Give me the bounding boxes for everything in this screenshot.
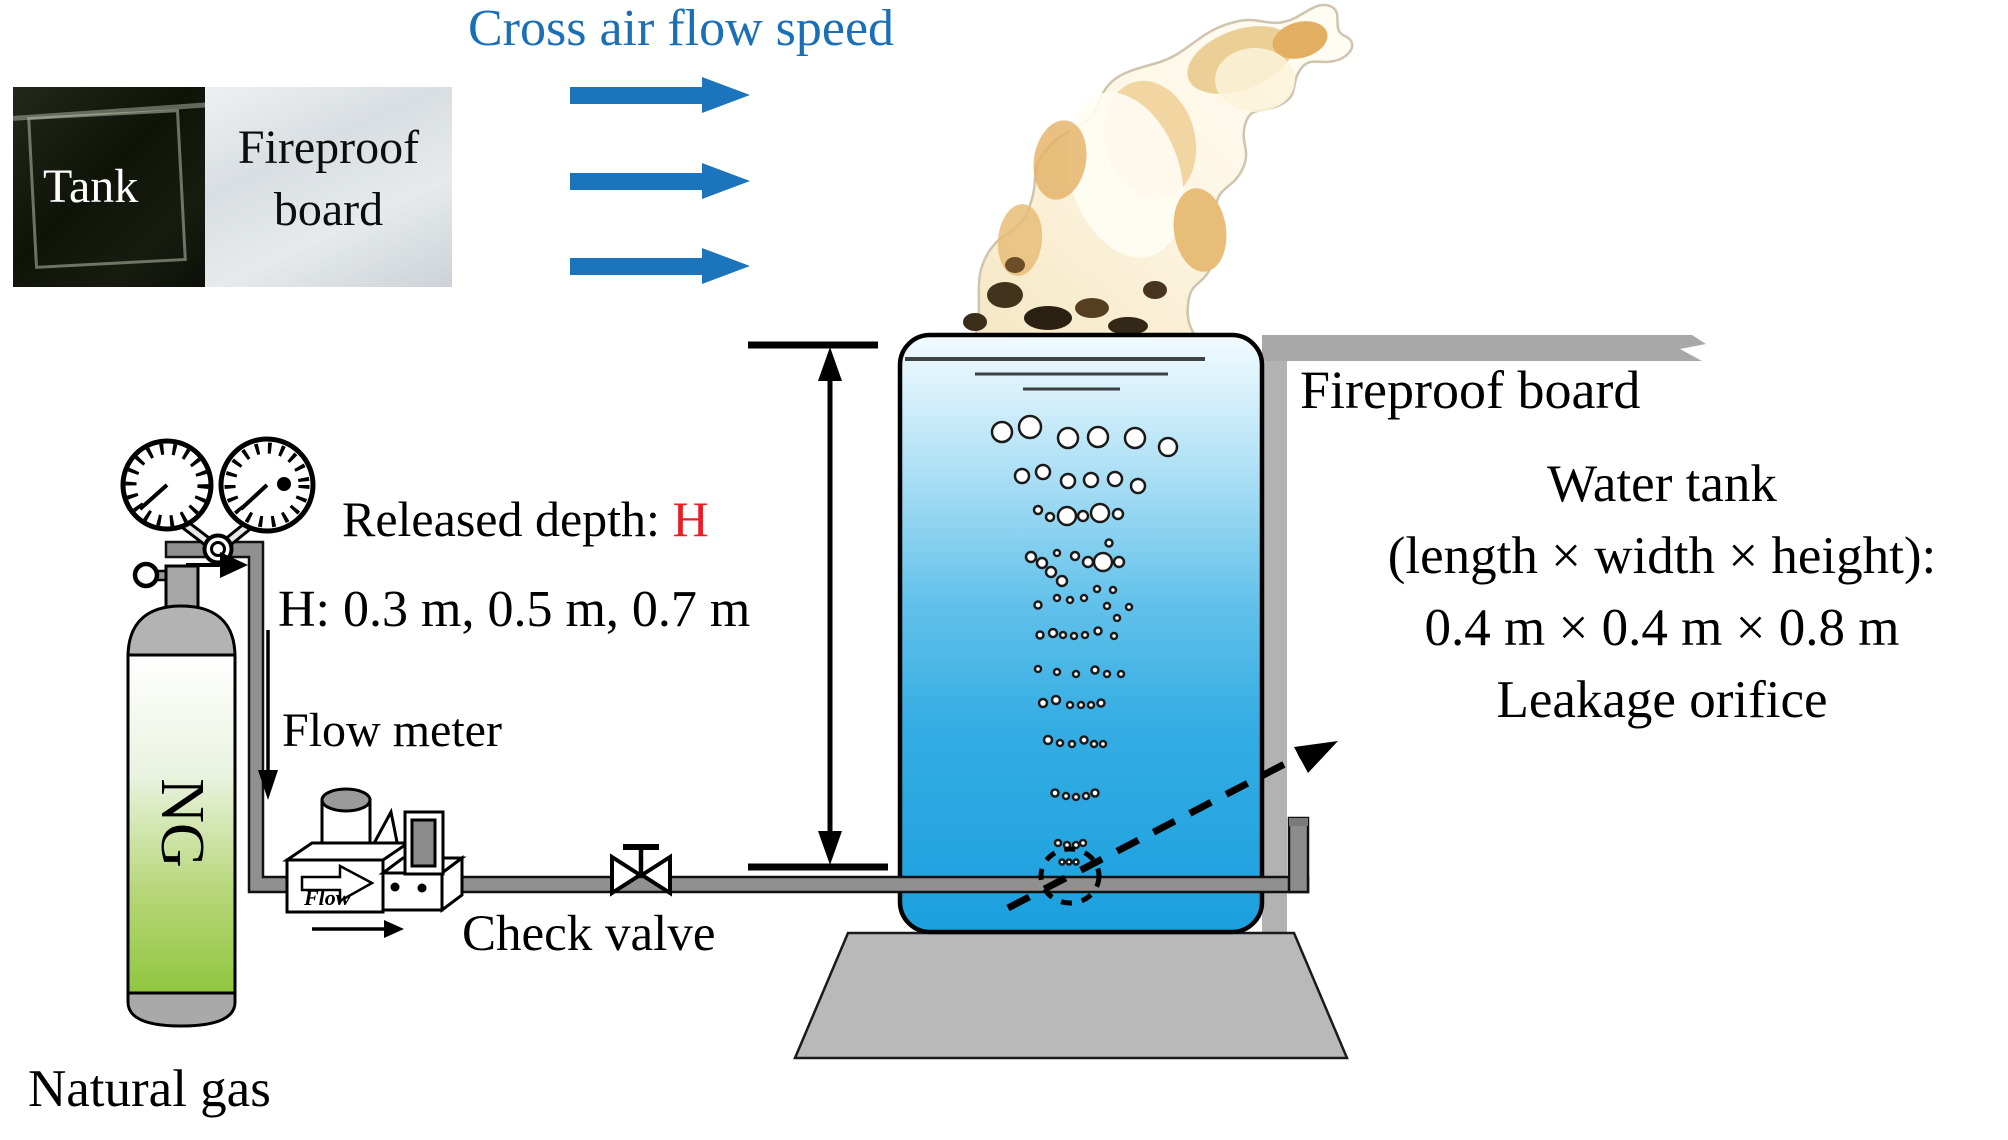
depth-dimension-arrow	[748, 341, 888, 871]
flame-image	[963, 3, 1354, 340]
leader-arrowhead	[1294, 741, 1338, 773]
pipe-end-bracket	[1287, 816, 1310, 894]
pressure-gauge-left	[120, 438, 214, 532]
released-depth-label: Released depth: H	[342, 491, 709, 547]
leakage-orifice-callout	[1006, 741, 1338, 912]
experiment-photo-inset: Tank Fireproof board	[13, 87, 452, 287]
water-tank-graphic	[897, 332, 1265, 935]
pipe-flow-arrows	[186, 552, 404, 938]
figure-title: Cross air flow speed	[468, 0, 895, 57]
water-tank-dimensions: 0.4 m × 0.4 m × 0.8 m	[1424, 599, 1900, 657]
water-tank-spec-block: Water tank (length × width × height): 0.…	[1316, 448, 2008, 736]
tank-base-stand	[793, 931, 1349, 1060]
water-tank-title: Water tank	[1547, 455, 1777, 513]
natural-gas-label: Natural gas	[28, 1060, 271, 1118]
photo-tank-label: Tank	[43, 160, 139, 213]
bubble-plume	[990, 414, 1179, 866]
pressure-regulator	[120, 436, 316, 565]
water-tank-dimensions-heading: (length × width × height):	[1387, 527, 1937, 585]
flow-arrow-label: Flow	[304, 885, 351, 910]
photo-board-label: Fireproof board	[237, 121, 420, 237]
cylinder-body	[126, 653, 237, 997]
cylinder-bottom-cap	[126, 991, 237, 1028]
check-valve-symbol	[610, 844, 672, 897]
gauge-needle	[239, 483, 269, 511]
fireproof-board-top-bar	[1262, 335, 1706, 361]
leakage-orifice-label: Leakage orifice	[1496, 671, 1828, 729]
check-valve-label: Check valve	[462, 906, 716, 962]
water-surface-lines	[905, 357, 1205, 391]
gauge-needle	[138, 483, 169, 511]
photo-board-side: Fireproof board	[205, 87, 452, 287]
depth-values-label: H: 0.3 m, 0.5 m, 0.7 m	[278, 581, 751, 638]
fireproof-board-column	[1262, 335, 1287, 933]
ng-cylinder-label: NG	[148, 778, 216, 868]
fireproof-board-label: Fireproof board	[1300, 360, 1641, 420]
fireproof-board-structure	[1262, 335, 1706, 933]
gas-cylinder	[126, 561, 237, 1028]
pipe-end-cap	[1289, 818, 1308, 826]
cross-air-flow-arrows	[570, 77, 750, 284]
gauge-dot	[277, 477, 291, 491]
depth-symbol: H	[672, 491, 709, 547]
cylinder-shoulder	[126, 604, 237, 659]
flow-meter-label: Flow meter	[282, 704, 502, 757]
photo-tank-side: Tank	[13, 87, 205, 287]
flow-direction-arrow-icon	[300, 863, 375, 904]
leakage-orifice-circle	[1038, 846, 1102, 906]
cylinder-valve-knob	[132, 561, 160, 589]
pressure-gauge-right	[218, 436, 316, 534]
flow-meter-device	[282, 787, 467, 914]
